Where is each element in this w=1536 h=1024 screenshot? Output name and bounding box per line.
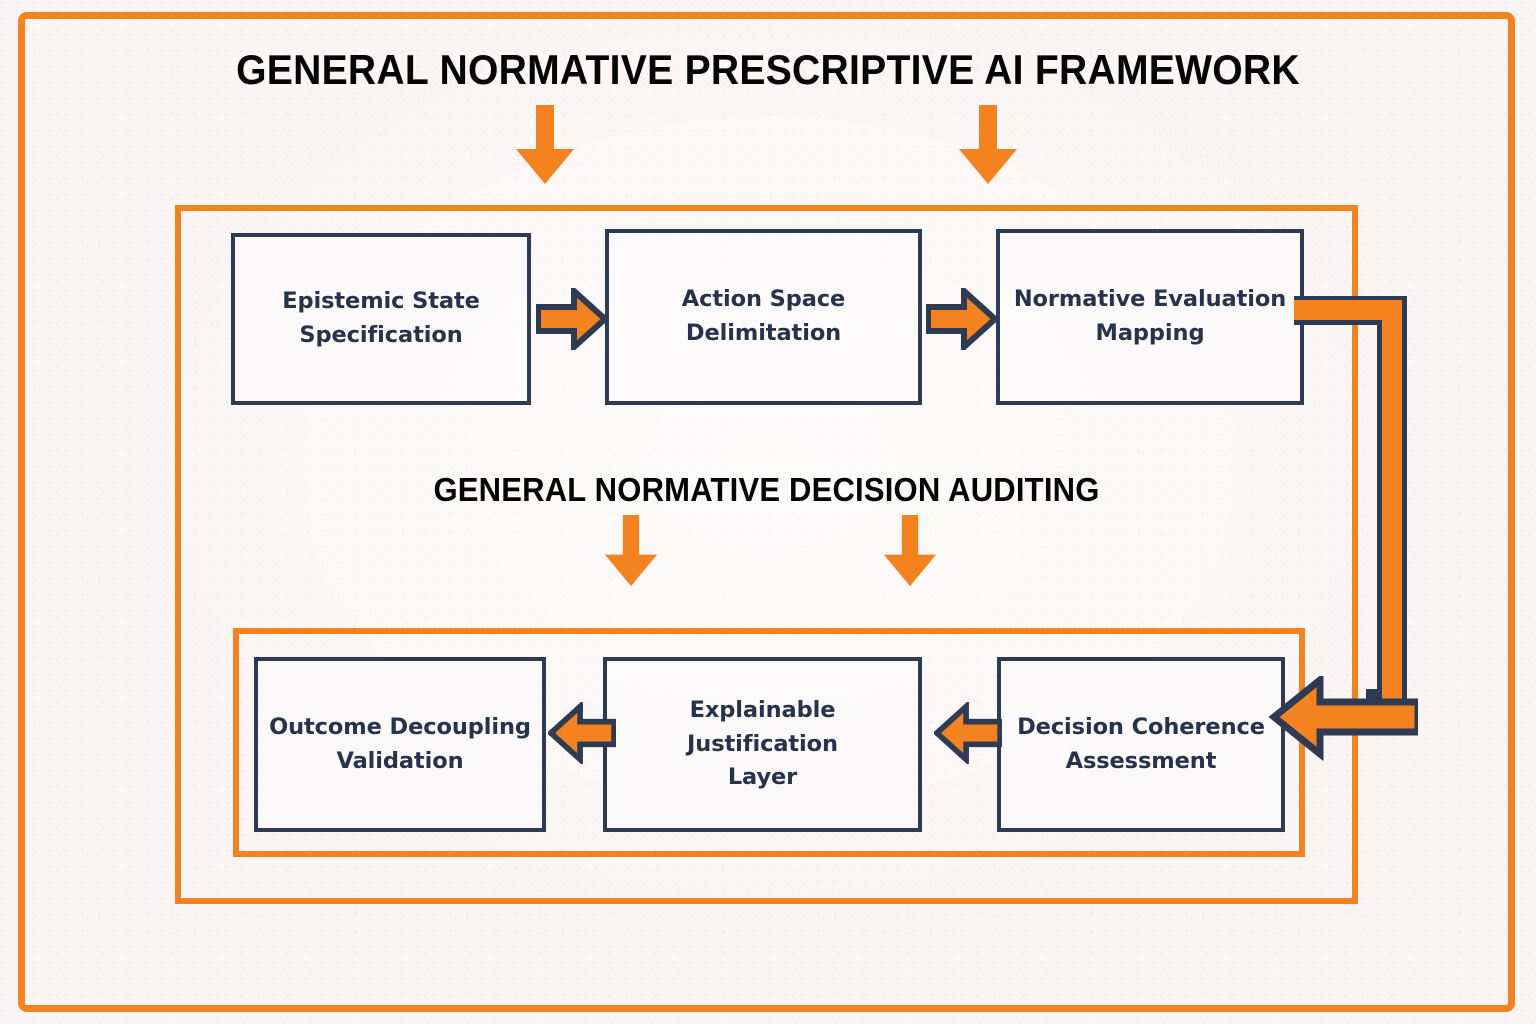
stage-label: Explainable Justification Layer xyxy=(687,697,838,791)
arrow-right-icon xyxy=(926,288,998,350)
stage-label: Epistemic State Specification xyxy=(282,288,480,348)
section-title-auditing: GENERAL NORMATIVE DECISION AUDITING xyxy=(433,471,1100,508)
stage-label: Decision Coherence Assessment xyxy=(1017,713,1265,774)
stage-label: Action Space Delimitation xyxy=(681,286,846,346)
arrow-down-icon xyxy=(516,105,574,184)
process-frame xyxy=(175,205,1358,904)
stage-box-action-space-delimitation[interactable]: Action Space Delimitation xyxy=(605,229,922,405)
arrow-left-icon xyxy=(934,702,1002,764)
stage-box-decision-coherence-assessment[interactable]: Decision Coherence Assessment xyxy=(997,657,1285,832)
outer-border xyxy=(18,12,1515,1012)
stage-box-normative-evaluation-mapping[interactable]: Normative Evaluation Mapping xyxy=(996,229,1304,405)
stage-label: Normative Evaluation Mapping xyxy=(1013,286,1287,346)
arrow-down-icon xyxy=(959,105,1017,184)
arrow-left-icon xyxy=(548,702,616,764)
arrow-down-icon xyxy=(883,515,937,587)
arrow-down-icon xyxy=(604,515,658,587)
stage-label: Outcome Decoupling Validation xyxy=(269,713,531,774)
page-title: GENERAL NORMATIVE PRESCRIPTIVE AI FRAMEW… xyxy=(236,46,1300,93)
loop-arrowhead-icon xyxy=(1268,676,1418,762)
stage-box-explainable-justification-layer[interactable]: Explainable Justification Layer xyxy=(603,657,922,832)
stage-box-outcome-decoupling-validation[interactable]: Outcome Decoupling Validation xyxy=(254,657,546,832)
arrow-right-icon xyxy=(536,288,608,350)
stage-box-epistemic-state-specification[interactable]: Epistemic State Specification xyxy=(231,233,531,405)
